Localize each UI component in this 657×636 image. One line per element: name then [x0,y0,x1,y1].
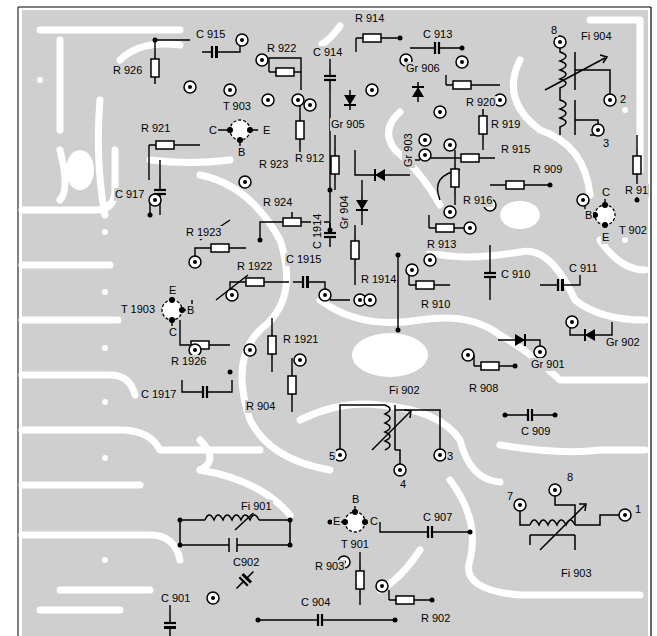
part-label: C 1917 [140,388,177,401]
part-label: 4 [399,478,407,491]
part-label: B [237,146,246,159]
part-label: R 914 [354,12,385,25]
part-label: C 917 [114,188,145,201]
part-label: 1 [634,503,642,516]
part-label: R 920 [465,96,496,109]
part-label: Gr 905 [330,118,366,131]
part-label: R 1926 [170,355,207,368]
part-label: R 902 [420,612,451,625]
part-label: Fi 903 [560,567,593,580]
part-label: R 912 [294,152,325,165]
part-label: R 1921 [282,333,319,346]
part-label: C 911 [568,262,599,275]
part-label: Fi 904 [580,30,613,43]
part-label: C 907 [422,511,453,524]
part-label: Gr 902 [605,336,641,349]
part-label: C [208,124,218,137]
part-label: R 926 [112,64,143,77]
part-label: 3 [602,137,610,150]
part-label: C 915 [195,28,226,41]
part-label: Fi 901 [240,500,273,513]
part-label: R 1914 [360,273,397,286]
part-label: 2 [619,93,627,106]
part-label: R 921 [140,122,171,135]
part-label: T 902 [618,224,648,237]
part-label: C 1915 [285,253,322,266]
part-label: R 909 [532,163,563,176]
part-label: C 914 [312,46,343,59]
part-label: B [351,493,360,506]
part-label: 5 [328,450,336,463]
part-label: R 915 [500,143,531,156]
part-label: C 909 [520,425,551,438]
part-label: C902 [232,556,260,569]
part-label: E [332,515,341,528]
part-label: C 904 [300,596,331,609]
part-label: R 904 [245,400,276,413]
part-label: R 916 [462,194,493,207]
part-label: 7 [506,490,514,503]
part-label: E [601,231,610,244]
part-label: R 922 [266,42,297,55]
part-label: C 913 [422,28,453,41]
part-label: C 1914 [311,213,324,250]
part-label: C 901 [160,592,191,605]
part-label: C 910 [500,268,531,281]
part-label: R 91 [624,184,649,197]
part-label: Gr 901 [530,358,566,371]
part-label: 3 [446,450,454,463]
part-label: R 1922 [236,260,273,273]
part-label: Fi 902 [388,384,421,397]
part-label: 8 [566,471,574,484]
part-label: T 903 [222,100,252,113]
part-label: C [168,326,178,339]
part-label: B [186,304,195,317]
part-label: R 903 [314,560,345,573]
part-label: C [601,186,611,199]
part-label: R 1923 [185,226,222,239]
part-label: E [168,284,177,297]
part-label: B [584,209,593,222]
part-label: Gr 903 [402,132,415,168]
part-label: T 901 [340,538,370,551]
part-label: R 913 [426,238,457,251]
part-label: 8 [550,24,558,37]
part-label: R 919 [490,118,521,131]
part-label: R 924 [262,196,293,209]
part-label: C [369,515,379,528]
part-label: Gr 906 [405,62,441,75]
part-label: E [262,124,271,137]
part-label: R 923 [258,158,289,171]
part-label: R 908 [468,382,499,395]
part-label: Gr 904 [338,194,351,230]
part-label: T 1903 [120,303,156,316]
part-label: R 910 [420,298,451,311]
